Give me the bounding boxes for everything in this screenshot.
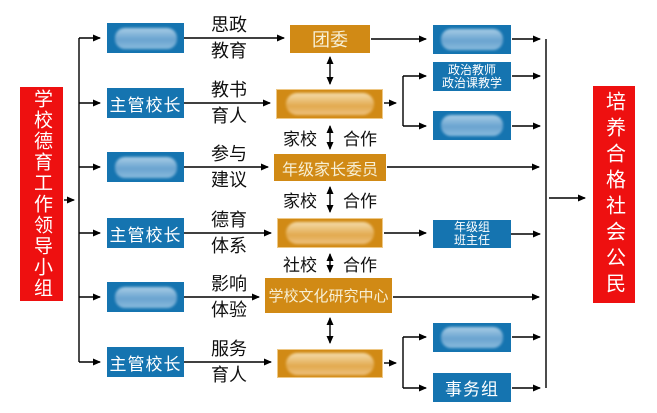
redacted-content bbox=[114, 27, 177, 49]
actor-box-redacted-3 bbox=[107, 282, 184, 312]
coop-label-home-school-1: 家校合作 bbox=[283, 129, 377, 149]
org-box-redacted-2 bbox=[277, 218, 383, 248]
unit-box-political-teachers: 政治教师政治课教学 bbox=[433, 62, 511, 91]
redacted-content bbox=[441, 327, 503, 348]
unit-box-redacted-1 bbox=[433, 25, 511, 54]
route-label-participation-advice: 参与建议 bbox=[211, 144, 247, 190]
redacted-content bbox=[441, 115, 503, 136]
actor-box-redacted-1 bbox=[107, 23, 184, 53]
route-label-moral-system: 德育体系 bbox=[211, 210, 247, 256]
org-box-youth-league: 团委 bbox=[290, 25, 370, 53]
unit-box-grade-group-head-teachers: 年级组班主任 bbox=[433, 220, 511, 248]
org-box-redacted-3 bbox=[277, 349, 383, 378]
redacted-content bbox=[114, 286, 177, 308]
redacted-content bbox=[441, 29, 503, 50]
redacted-content bbox=[286, 352, 374, 375]
org-box-grade-parent-committee: 年级家长委员 bbox=[274, 154, 386, 181]
coop-label-home-school-2: 家校合作 bbox=[283, 191, 377, 211]
route-label-influence-experience: 影响体验 bbox=[211, 274, 247, 320]
org-box-redacted-1 bbox=[276, 89, 383, 119]
actor-box-principal-1: 主管校长 bbox=[107, 88, 184, 118]
redacted-content bbox=[114, 156, 177, 178]
route-label-service-educating: 服务育人 bbox=[211, 339, 247, 385]
unit-box-affairs-group: 事务组 bbox=[433, 373, 511, 402]
actor-box-redacted-2 bbox=[107, 152, 184, 182]
actor-label: 主管校长 bbox=[109, 225, 182, 245]
route-label-teaching-educating: 教书育人 bbox=[211, 80, 247, 126]
right-goal-banner: 培养合格社会公民 bbox=[593, 86, 635, 303]
redacted-content bbox=[286, 222, 374, 244]
coop-label-community-school: 社校合作 bbox=[283, 255, 377, 275]
left-goal-banner: 学校德育工作领导小组 bbox=[20, 87, 63, 301]
redacted-content bbox=[285, 93, 374, 115]
unit-box-redacted-2 bbox=[433, 111, 511, 140]
unit-box-redacted-3 bbox=[433, 323, 511, 352]
actor-box-principal-2: 主管校长 bbox=[107, 218, 184, 248]
org-box-school-culture-research-center: 学校文化研究中心 bbox=[265, 278, 392, 313]
actor-label: 主管校长 bbox=[109, 95, 182, 115]
actor-box-principal-3: 主管校长 bbox=[107, 347, 184, 377]
route-label-ideological-education: 思政教育 bbox=[211, 15, 247, 61]
actor-label: 主管校长 bbox=[109, 354, 182, 374]
